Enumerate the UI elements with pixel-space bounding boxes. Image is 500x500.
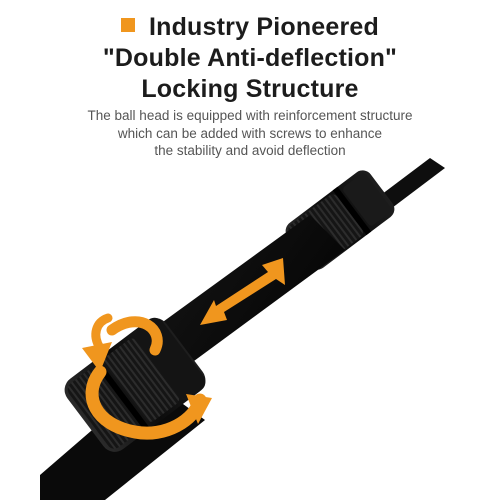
description-line-2: which can be added with screws to enhanc… bbox=[117, 125, 383, 141]
headline-text-1: Industry Pioneered bbox=[148, 13, 380, 41]
description: The ball head is equipped with reinforce… bbox=[0, 107, 500, 160]
rotation-arrow-icon bbox=[82, 313, 212, 440]
headline-line-2: "Double Anti-deflection" bbox=[102, 44, 398, 72]
double-headed-arrow-icon bbox=[200, 258, 285, 325]
headline-line-1: Industry Pioneered bbox=[0, 12, 500, 43]
headline: Industry Pioneered "Double Anti-deflecti… bbox=[0, 12, 500, 105]
headline-line-3: Locking Structure bbox=[141, 75, 359, 103]
orange-square-icon bbox=[120, 18, 135, 33]
description-line-3: the stability and avoid deflection bbox=[154, 143, 346, 158]
description-line-1: The ball head is equipped with reinforce… bbox=[87, 108, 413, 123]
